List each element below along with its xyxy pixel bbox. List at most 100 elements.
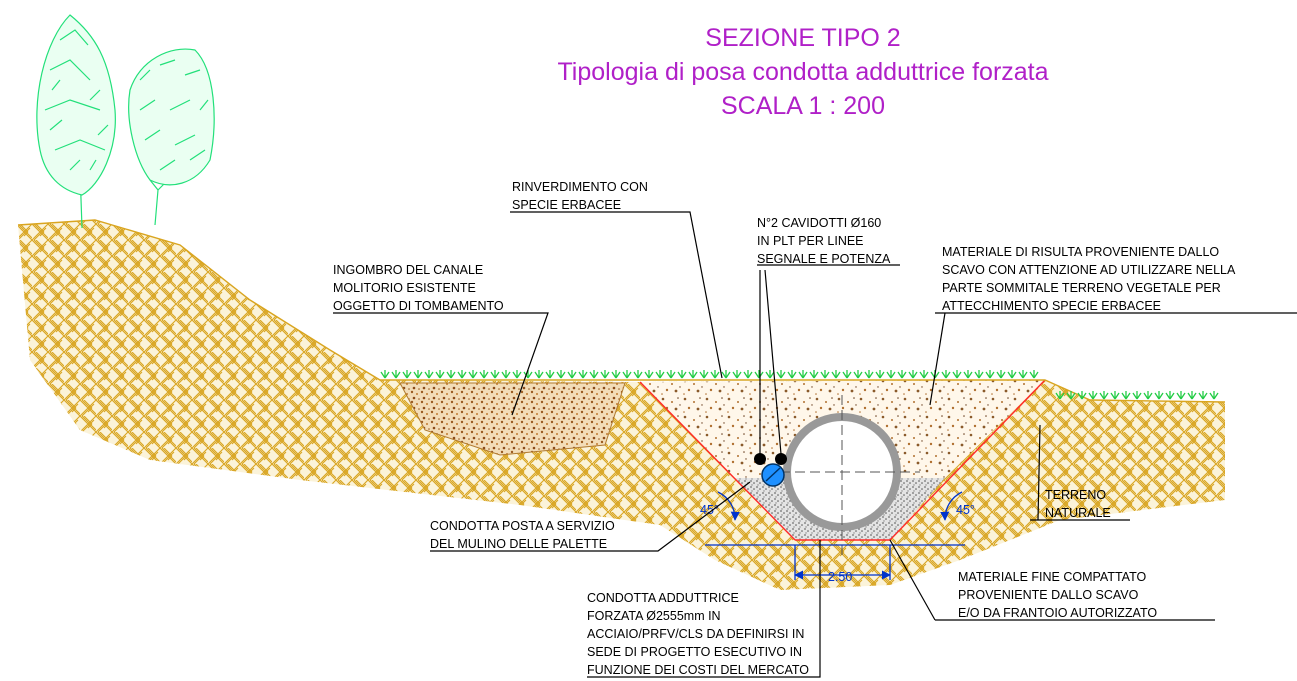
grass-tuft	[1209, 391, 1219, 400]
label-terreno: TERRENO NATURALE	[1045, 488, 1111, 520]
svg-text:MATERIALE FINE COMPATTATO: MATERIALE FINE COMPATTATO	[958, 570, 1146, 584]
grass-tuft	[765, 370, 775, 379]
label-materiale-risulta: MATERIALE DI RISULTA PROVENIENTE DALLO S…	[942, 245, 1236, 313]
grass-tuft	[534, 370, 544, 379]
grass-tuft	[435, 370, 445, 379]
grass-tuft	[996, 370, 1006, 379]
grass-tuft	[1143, 391, 1153, 400]
svg-text:ACCIAIO/PRFV/CLS DA DEFINIRSI: ACCIAIO/PRFV/CLS DA DEFINIRSI IN	[587, 627, 804, 641]
grass-tuft	[809, 370, 819, 379]
grass-tuft	[1132, 391, 1142, 400]
svg-text:CONDOTTA ADDUTTRICE: CONDOTTA ADDUTTRICE	[587, 591, 739, 605]
angle-right-label: 45°	[956, 503, 975, 517]
grass-tuft	[1018, 370, 1028, 379]
svg-text:PARTE SOMMITALE TERRENO VEGETA: PARTE SOMMITALE TERRENO VEGETALE PER	[942, 281, 1221, 295]
svg-text:RINVERDIMENTO CON: RINVERDIMENTO CON	[512, 180, 648, 194]
grass-tuft	[413, 370, 423, 379]
existing-canal	[399, 382, 626, 456]
tree-right	[128, 48, 215, 226]
grass-tuft	[567, 370, 577, 379]
grass-tuft	[908, 370, 918, 379]
grass-tuft	[578, 370, 588, 379]
grass-tuft	[1088, 391, 1098, 400]
grass-tuft	[952, 370, 962, 379]
grass-tuft	[842, 370, 852, 379]
grass-tuft	[622, 370, 632, 379]
grass-tuft	[1110, 391, 1120, 400]
grass-tuft	[985, 370, 995, 379]
grass-tuft	[1198, 391, 1208, 400]
grass-tuft	[721, 370, 731, 379]
grass-tuft	[699, 370, 709, 379]
grass-tuft	[1187, 391, 1197, 400]
grass-tuft	[600, 370, 610, 379]
grass-tuft	[941, 370, 951, 379]
svg-text:OGGETTO DI TOMBAMENTO: OGGETTO DI TOMBAMENTO	[333, 299, 504, 313]
grass-tuft	[743, 370, 753, 379]
svg-text:N°2 CAVIDOTTI Ø160: N°2 CAVIDOTTI Ø160	[757, 216, 881, 230]
grass-tuft	[556, 370, 566, 379]
grass-tuft	[1121, 391, 1131, 400]
label-materiale-fine: MATERIALE FINE COMPATTATO PROVENIENTE DA…	[958, 570, 1157, 620]
svg-text:SEDE DI PROGETTO ESECUTIVO IN: SEDE DI PROGETTO ESECUTIVO IN	[587, 645, 802, 659]
dimension-lines	[705, 491, 965, 580]
grass-tuft	[1077, 391, 1087, 400]
grass-tuft	[446, 370, 456, 379]
grass-tuft	[1154, 391, 1164, 400]
grass-tuft	[864, 370, 874, 379]
grass-tuft	[919, 370, 929, 379]
grass-tuft	[1099, 391, 1109, 400]
svg-text:MOLITORIO ESISTENTE: MOLITORIO ESISTENTE	[333, 281, 476, 295]
title-line-2: Tipologia di posa condotta adduttrice fo…	[557, 58, 1048, 86]
grass-tuft	[1176, 391, 1186, 400]
service-pipe-mark	[765, 467, 781, 482]
grass-tuft	[1165, 391, 1175, 400]
grass-tuft	[677, 370, 687, 379]
svg-text:FUNZIONE DEI COSTI DEL MERCATO: FUNZIONE DEI COSTI DEL MERCATO	[587, 663, 809, 677]
label-condotta-adduttrice: CONDOTTA ADDUTTRICE FORZATA Ø2555mm IN A…	[587, 591, 809, 677]
grass-tuft	[1029, 370, 1039, 379]
svg-text:CONDOTTA POSTA A SERVIZIO: CONDOTTA POSTA A SERVIZIO	[430, 519, 615, 533]
width-label: 2.50	[828, 570, 852, 584]
grass-tuft	[479, 370, 489, 379]
grass-tuft	[490, 370, 500, 379]
label-ingombro: INGOMBRO DEL CANALE MOLITORIO ESISTENTE …	[333, 263, 504, 313]
svg-text:E/O DA FRANTOIO AUTORIZZATO: E/O DA FRANTOIO AUTORIZZATO	[958, 606, 1157, 620]
tree-left	[36, 14, 116, 229]
grass-tuft	[457, 370, 467, 379]
grass-tuft	[754, 370, 764, 379]
grass-tuft	[732, 370, 742, 379]
grass-tuft	[589, 370, 599, 379]
grass-tuft	[688, 370, 698, 379]
grass-tuft	[1066, 391, 1076, 400]
svg-text:IN PLT PER LINEE: IN PLT PER LINEE	[757, 234, 864, 248]
svg-text:NATURALE: NATURALE	[1045, 506, 1111, 520]
excavation-left-line	[639, 381, 796, 541]
svg-text:SCAVO CON ATTENZIONE AD UTILIZ: SCAVO CON ATTENZIONE AD UTILIZZARE NELLA	[942, 263, 1236, 277]
label-condotta-servizio: CONDOTTA POSTA A SERVIZIO DEL MULINO DEL…	[430, 519, 615, 551]
grass-tuft	[886, 370, 896, 379]
grass-tuft	[1055, 391, 1065, 400]
title-line-1: SEZIONE TIPO 2	[705, 24, 900, 52]
cable-duct-right	[775, 453, 787, 465]
grass-tuft	[545, 370, 555, 379]
cable-duct-left	[754, 453, 766, 465]
grass-tuft	[391, 370, 401, 379]
grass-tuft	[380, 370, 390, 379]
grass-tuft	[468, 370, 478, 379]
grass-tuft	[963, 370, 973, 379]
grass-tuft	[501, 370, 511, 379]
svg-text:TERRENO: TERRENO	[1045, 488, 1106, 502]
svg-text:MATERIALE DI RISULTA PROVENIEN: MATERIALE DI RISULTA PROVENIENTE DALLO	[942, 245, 1219, 259]
grass-tuft	[402, 370, 412, 379]
svg-text:PROVENIENTE DALLO SCAVO: PROVENIENTE DALLO SCAVO	[958, 588, 1139, 602]
leader-lines	[333, 211, 1297, 678]
grass-tuft	[897, 370, 907, 379]
main-pipe-axis	[765, 395, 920, 555]
grass-tuft	[666, 370, 676, 379]
angle-left-label: 45°	[700, 503, 719, 517]
grass-tuft	[798, 370, 808, 379]
label-rinverdimento: RINVERDIMENTO CON SPECIE ERBACEE	[512, 180, 648, 212]
grass-tuft	[424, 370, 434, 379]
svg-text:ATTECCHIMENTO SPECIE ERBACEE: ATTECCHIMENTO SPECIE ERBACEE	[942, 299, 1161, 313]
